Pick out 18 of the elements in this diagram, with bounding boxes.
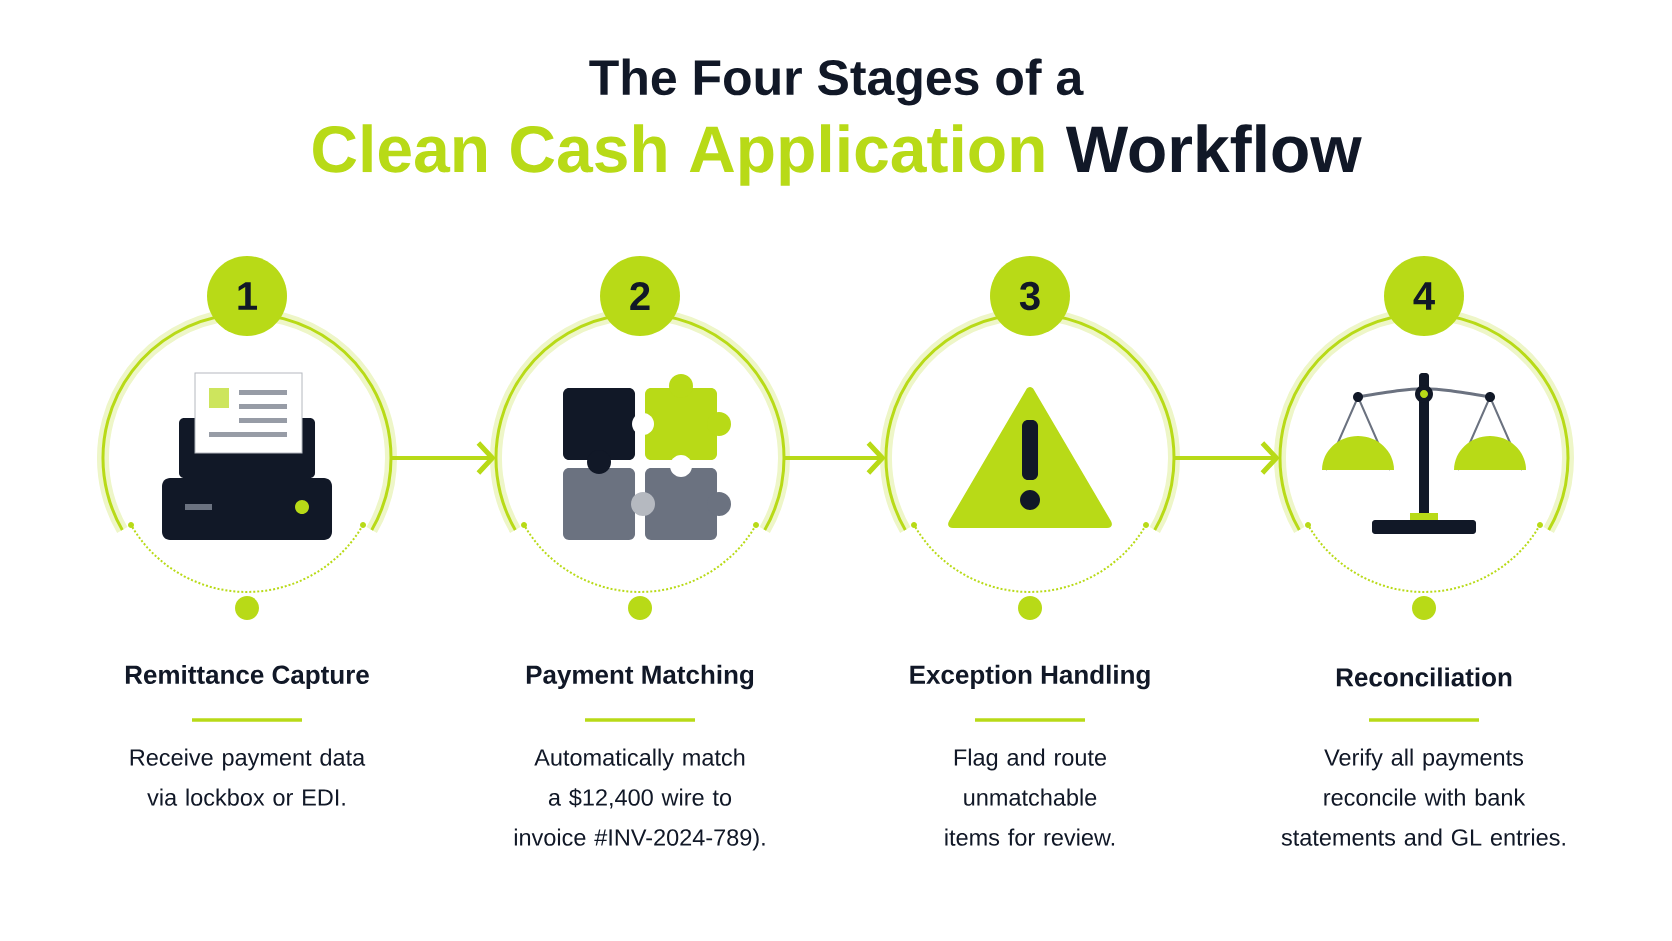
stage-description: Receive payment data via lockbox or EDI.	[130, 748, 366, 806]
arrow	[391, 441, 496, 475]
stage-description: Verify all payments reconcile with bank statements and GL entries.	[1281, 748, 1565, 846]
stage-description: Flag and route unmatchable items for review.	[945, 748, 1115, 846]
title: The Four Stages of a	[589, 58, 1084, 106]
stage-heading: Exception Handling	[910, 664, 1150, 690]
number-badge: 4	[1384, 256, 1464, 336]
stage-heading: Reconciliation	[1336, 667, 1512, 687]
stage-description: Automatically match a $12,400 wire to invoice #INV-2024-789).	[514, 748, 765, 851]
number-badge: 3	[990, 256, 1070, 336]
number-badge: 2	[600, 256, 680, 336]
stage-heading: Payment Matching	[526, 664, 754, 690]
number-badge: 1	[207, 256, 287, 336]
arrow	[1174, 441, 1280, 475]
arrow	[784, 441, 886, 475]
title-highlight: Clean Cash Application	[313, 124, 1044, 186]
stage-heading: Remittance Capture	[125, 664, 369, 690]
title: Workflow	[1065, 124, 1362, 173]
